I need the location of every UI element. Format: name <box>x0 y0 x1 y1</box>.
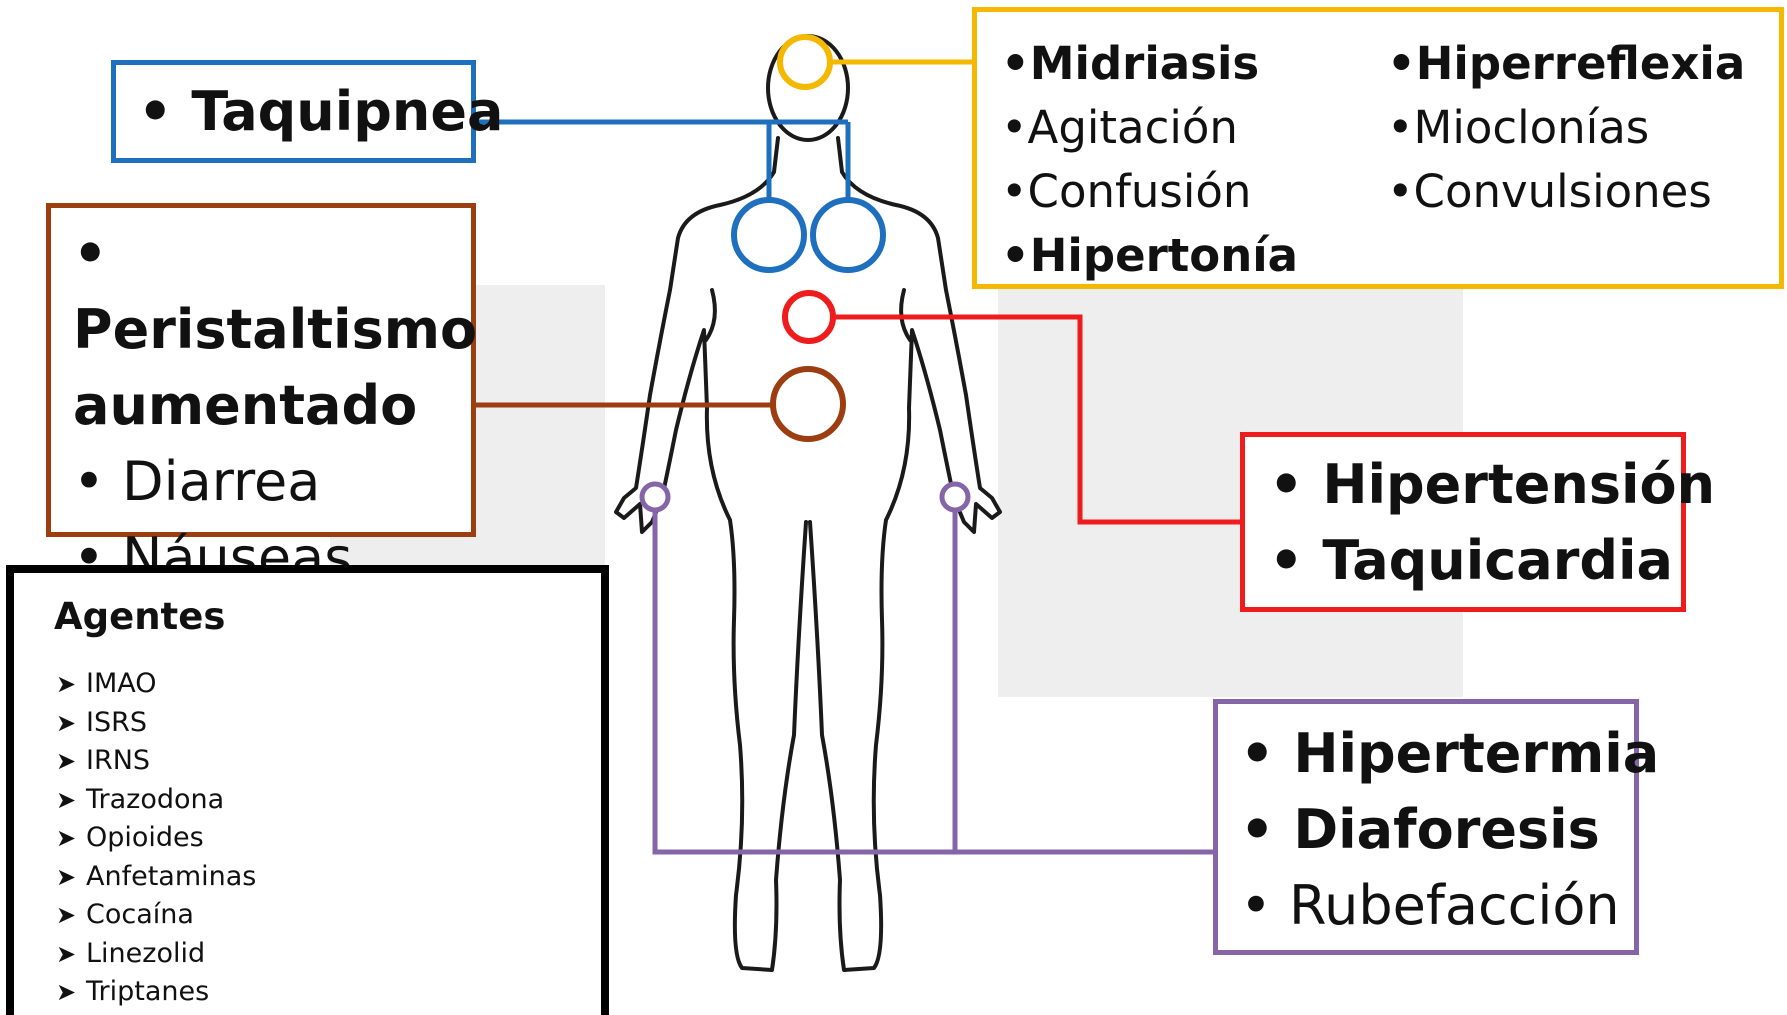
neuromuscular-list-col2: •Hiperreflexia •Mioclonías •Convulsiones <box>1387 32 1745 224</box>
neuromuscular-box: •Midriasis •Agitación •Confusión •Hipert… <box>972 7 1784 289</box>
respiratory-box: • Taquipnea <box>111 60 476 163</box>
gastrointestinal-box: • Peristaltismo aumentado • Diarrea • Ná… <box>46 203 476 537</box>
arrow-right-icon: ➤ <box>56 935 86 974</box>
symptom-item: •Convulsiones <box>1387 160 1745 224</box>
symptom-item: •Mioclonías <box>1387 96 1745 160</box>
agent-item: ➤ISRS <box>56 704 256 743</box>
arrow-right-icon: ➤ <box>56 704 86 743</box>
neuromuscular-list-col1: •Midriasis •Agitación •Confusión •Hipert… <box>1001 32 1298 288</box>
agents-title: Agentes <box>54 595 225 638</box>
symptom-item: • Taquipnea <box>116 65 471 158</box>
marker-brain <box>780 37 830 87</box>
arrow-right-icon: ➤ <box>56 973 86 1012</box>
arrow-right-icon: ➤ <box>56 896 86 935</box>
agent-item: ➤IMAO <box>56 665 256 704</box>
agent-item: ➤Anfetaminas <box>56 858 256 897</box>
cardiovascular-list: • Hipertensión • Taquicardia <box>1245 437 1681 599</box>
symptom-item: • Diarrea <box>51 444 471 520</box>
marker-heart <box>785 293 833 341</box>
agent-item: ➤Linezolid <box>56 935 256 974</box>
skin-box: • Hipertermia • Diaforesis • Rubefacción <box>1213 699 1639 955</box>
skin-list: • Hipertermia • Diaforesis • Rubefacción <box>1218 704 1634 944</box>
gastrointestinal-list: • Peristaltismo aumentado • Diarrea • Ná… <box>51 208 471 596</box>
agent-item: ➤Triptanes <box>56 973 256 1012</box>
agent-item: ➤Trazodona <box>56 781 256 820</box>
arrow-right-icon: ➤ <box>56 742 86 781</box>
marker-hand-right <box>942 484 968 510</box>
symptom-item: • Diaforesis <box>1218 792 1634 868</box>
symptom-item: •Midriasis <box>1001 32 1298 96</box>
marker-abdomen <box>773 369 843 439</box>
symptom-item: • Taquicardia <box>1245 523 1681 599</box>
symptom-item: •Hiperreflexia <box>1387 32 1745 96</box>
symptom-item: • Hipertermia <box>1218 716 1634 792</box>
respiratory-list: • Taquipnea <box>116 65 471 158</box>
cardiovascular-box: • Hipertensión • Taquicardia <box>1240 432 1686 612</box>
symptom-item: •Hipertonía <box>1001 224 1298 288</box>
symptom-item: • Rubefacción <box>1218 868 1634 944</box>
arrow-right-icon: ➤ <box>56 858 86 897</box>
symptom-item: • Peristaltismo <box>51 216 471 368</box>
marker-lung-left <box>734 200 804 270</box>
agent-item: ➤Cocaína <box>56 896 256 935</box>
symptom-item: •Agitación <box>1001 96 1298 160</box>
marker-hand-left <box>642 484 668 510</box>
body-markers <box>642 37 968 510</box>
agent-item: ➤Opioides <box>56 819 256 858</box>
arrow-right-icon: ➤ <box>56 781 86 820</box>
symptom-item-continuation: aumentado <box>51 368 471 444</box>
marker-lung-right <box>813 200 883 270</box>
agents-box: Agentes ➤IMAO ➤ISRS ➤IRNS ➤Trazodona ➤Op… <box>6 565 609 1015</box>
symptom-item: • Hipertensión <box>1245 447 1681 523</box>
agent-item: ➤IRNS <box>56 742 256 781</box>
arrow-right-icon: ➤ <box>56 665 86 704</box>
agents-list: ➤IMAO ➤ISRS ➤IRNS ➤Trazodona ➤Opioides ➤… <box>56 665 256 1012</box>
arrow-right-icon: ➤ <box>56 819 86 858</box>
symptom-item: •Confusión <box>1001 160 1298 224</box>
